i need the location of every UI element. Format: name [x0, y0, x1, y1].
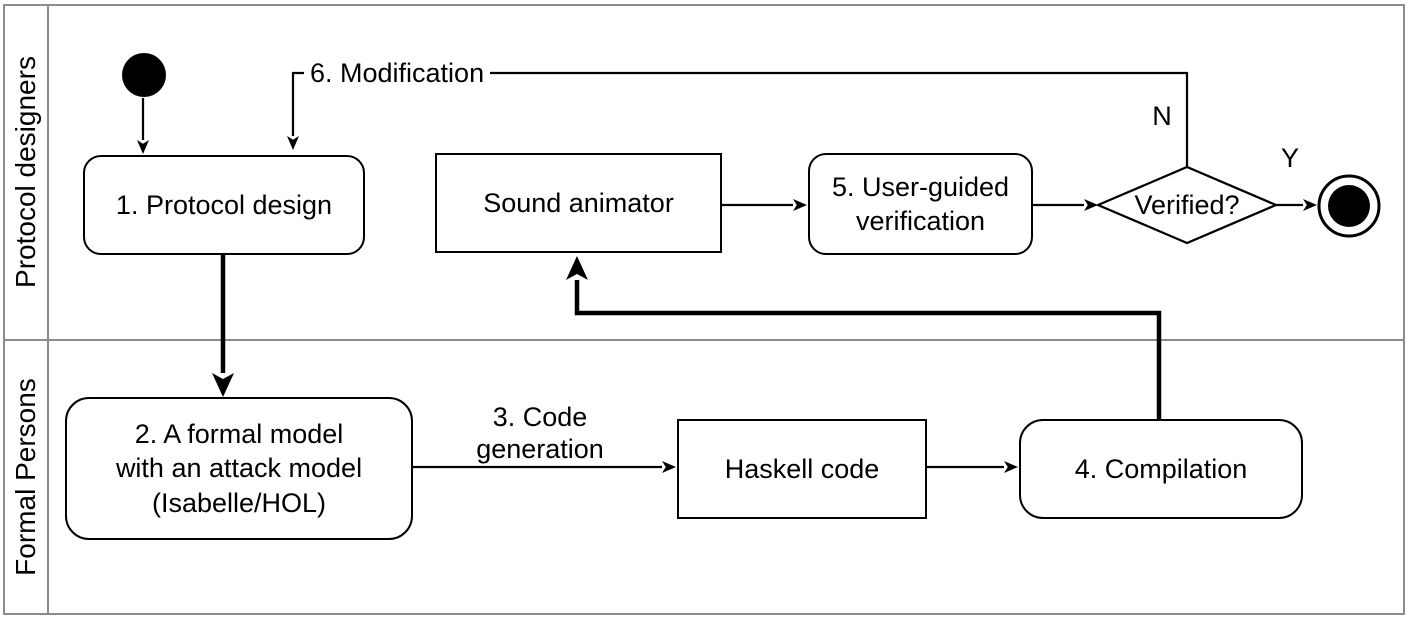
guard-label-no: N: [1152, 101, 1172, 131]
node-label: 1. Protocol design: [115, 189, 333, 220]
node-label: 4. Compilation: [1074, 453, 1248, 484]
pool-border: [3, 4, 1405, 615]
edge-compilation-to-sound: [566, 256, 1162, 419]
node-label-line: with an attack model: [115, 453, 363, 484]
node-label-line: 2. A formal model: [134, 419, 344, 450]
guard-label-yes: Y: [1280, 143, 1299, 173]
edge-label-modification: 6. Modification: [304, 58, 491, 89]
node-user-guided-verification: 5. User-guided verification: [808, 153, 1033, 255]
edge-label-code-generation: 3. Code generation: [455, 401, 625, 466]
initial-state-icon: [122, 53, 166, 97]
decision-diamond: [1095, 165, 1279, 245]
node-label-line: 5. User-guided: [831, 171, 1010, 202]
node-label: Sound animator: [483, 187, 674, 218]
node-formal-model: 2. A formal model with an attack model (…: [65, 397, 413, 540]
decision-label: Verified?: [1134, 189, 1240, 220]
final-state-icon: [1328, 185, 1370, 227]
edge-modification-loop: [287, 71, 1189, 166]
edge-label-line: generation: [476, 434, 604, 465]
edge-label-line: 3. Code: [492, 402, 588, 432]
node-protocol-design: 1. Protocol design: [83, 155, 365, 255]
node-haskell-code: Haskell code: [677, 419, 927, 519]
node-label: Haskell code: [724, 453, 880, 484]
lane-divider: [3, 339, 1405, 341]
node-label-line: (Isabelle/HOL): [151, 487, 327, 518]
node-label-line: verification: [855, 206, 986, 236]
node-compilation: 4. Compilation: [1019, 419, 1303, 519]
lane-label-divider: [47, 4, 49, 615]
node-sound-animator: Sound animator: [435, 153, 722, 253]
